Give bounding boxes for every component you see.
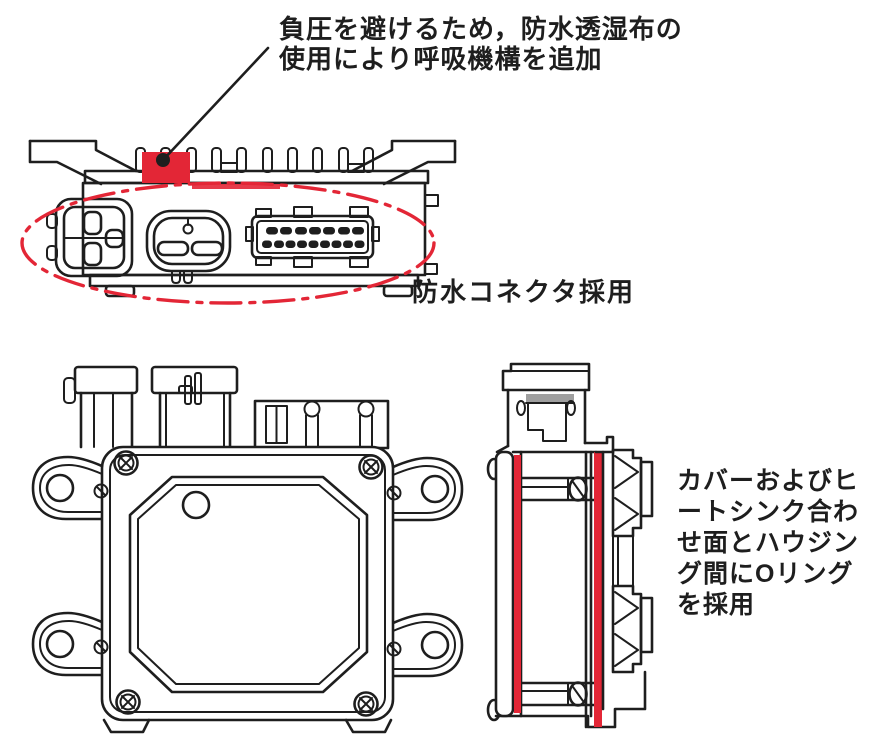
oring-heatsink-side xyxy=(594,452,602,727)
right-edge-hook xyxy=(424,194,439,207)
side-tab-column xyxy=(612,535,634,587)
screw-top-right xyxy=(358,454,384,480)
screw-bottom-left xyxy=(115,689,141,715)
oring-cover-side xyxy=(514,455,521,713)
screw-bottom-right xyxy=(353,691,379,717)
front-connector-a xyxy=(63,365,139,449)
front-foot-right xyxy=(344,718,393,734)
bottom-plate xyxy=(88,273,420,288)
front-view xyxy=(31,365,464,734)
front-connector-c xyxy=(253,399,390,450)
mount-tab-left-top xyxy=(31,455,104,521)
connector-round xyxy=(46,197,134,278)
side-tab-top xyxy=(611,448,654,538)
annotation-waterproof-connector: 防水コネクタ採用 xyxy=(412,277,635,307)
connector-multipin xyxy=(245,206,380,268)
mount-tab-left-bottom xyxy=(31,611,104,677)
side-view xyxy=(486,362,654,729)
right-edge-hook-2 xyxy=(424,263,438,275)
right-foot xyxy=(382,284,414,298)
top-side-view xyxy=(20,46,457,305)
screw-top-left xyxy=(113,450,139,476)
side-cover-plate xyxy=(494,450,515,718)
breather-leader-dot xyxy=(156,153,170,167)
breather-channel xyxy=(192,184,280,189)
annotation-breather: 負圧を避けるため，防水透湿布の 使用により呼吸機構を追加 xyxy=(279,14,683,74)
side-heatsink xyxy=(583,435,654,711)
waterproof-area-ellipse xyxy=(20,181,436,305)
cover-plate-outline xyxy=(128,475,369,694)
connector-pins xyxy=(262,227,365,248)
connector-oval xyxy=(145,209,232,284)
cover-hole xyxy=(181,490,211,520)
annotation-oring: カバーおよびヒ ートシンク合わ せ面とハウジン グ間にOリング を採用 xyxy=(677,467,860,619)
ecu-body xyxy=(100,445,395,722)
base-plate xyxy=(83,169,430,185)
side-connector xyxy=(495,362,591,454)
rail-screws xyxy=(93,483,402,657)
cover-screws xyxy=(113,450,384,717)
left-mount-bracket xyxy=(28,139,138,186)
mount-tab-right-bottom xyxy=(391,612,464,678)
housing-right-wall xyxy=(584,450,593,729)
side-tab-bottom xyxy=(611,584,654,674)
mount-tab-right-top xyxy=(391,456,464,522)
front-connector-b xyxy=(150,365,239,449)
breather-leader-line xyxy=(161,46,270,162)
front-foot-left xyxy=(102,718,151,734)
